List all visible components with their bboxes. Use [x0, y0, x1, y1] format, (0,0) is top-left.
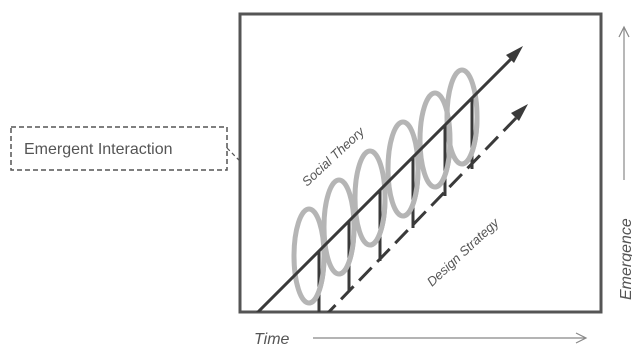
arrow-right-icon: [575, 332, 588, 344]
social-theory-arrowhead: [506, 46, 523, 63]
interaction-loop-front-arc: [461, 116, 480, 167]
interaction-loop-front-arc: [369, 197, 388, 248]
interaction-loop-front-arc: [338, 226, 357, 277]
interaction-loop-front-arc: [402, 168, 421, 219]
callout-label: Emergent Interaction: [24, 141, 173, 158]
arrow-up-icon: [618, 25, 630, 38]
design-strategy-line: [326, 114, 520, 312]
x-axis-label: Time: [254, 331, 290, 348]
callout-box: [10, 126, 228, 171]
y-axis-label: Emergence: [618, 218, 632, 300]
social-theory-line: [255, 54, 516, 312]
interaction-loop-front-arc: [434, 139, 453, 190]
interaction-loop-front-arc: [308, 255, 327, 306]
interaction-loops-front: [308, 116, 480, 306]
design-strategy-arrowhead: [511, 104, 528, 121]
